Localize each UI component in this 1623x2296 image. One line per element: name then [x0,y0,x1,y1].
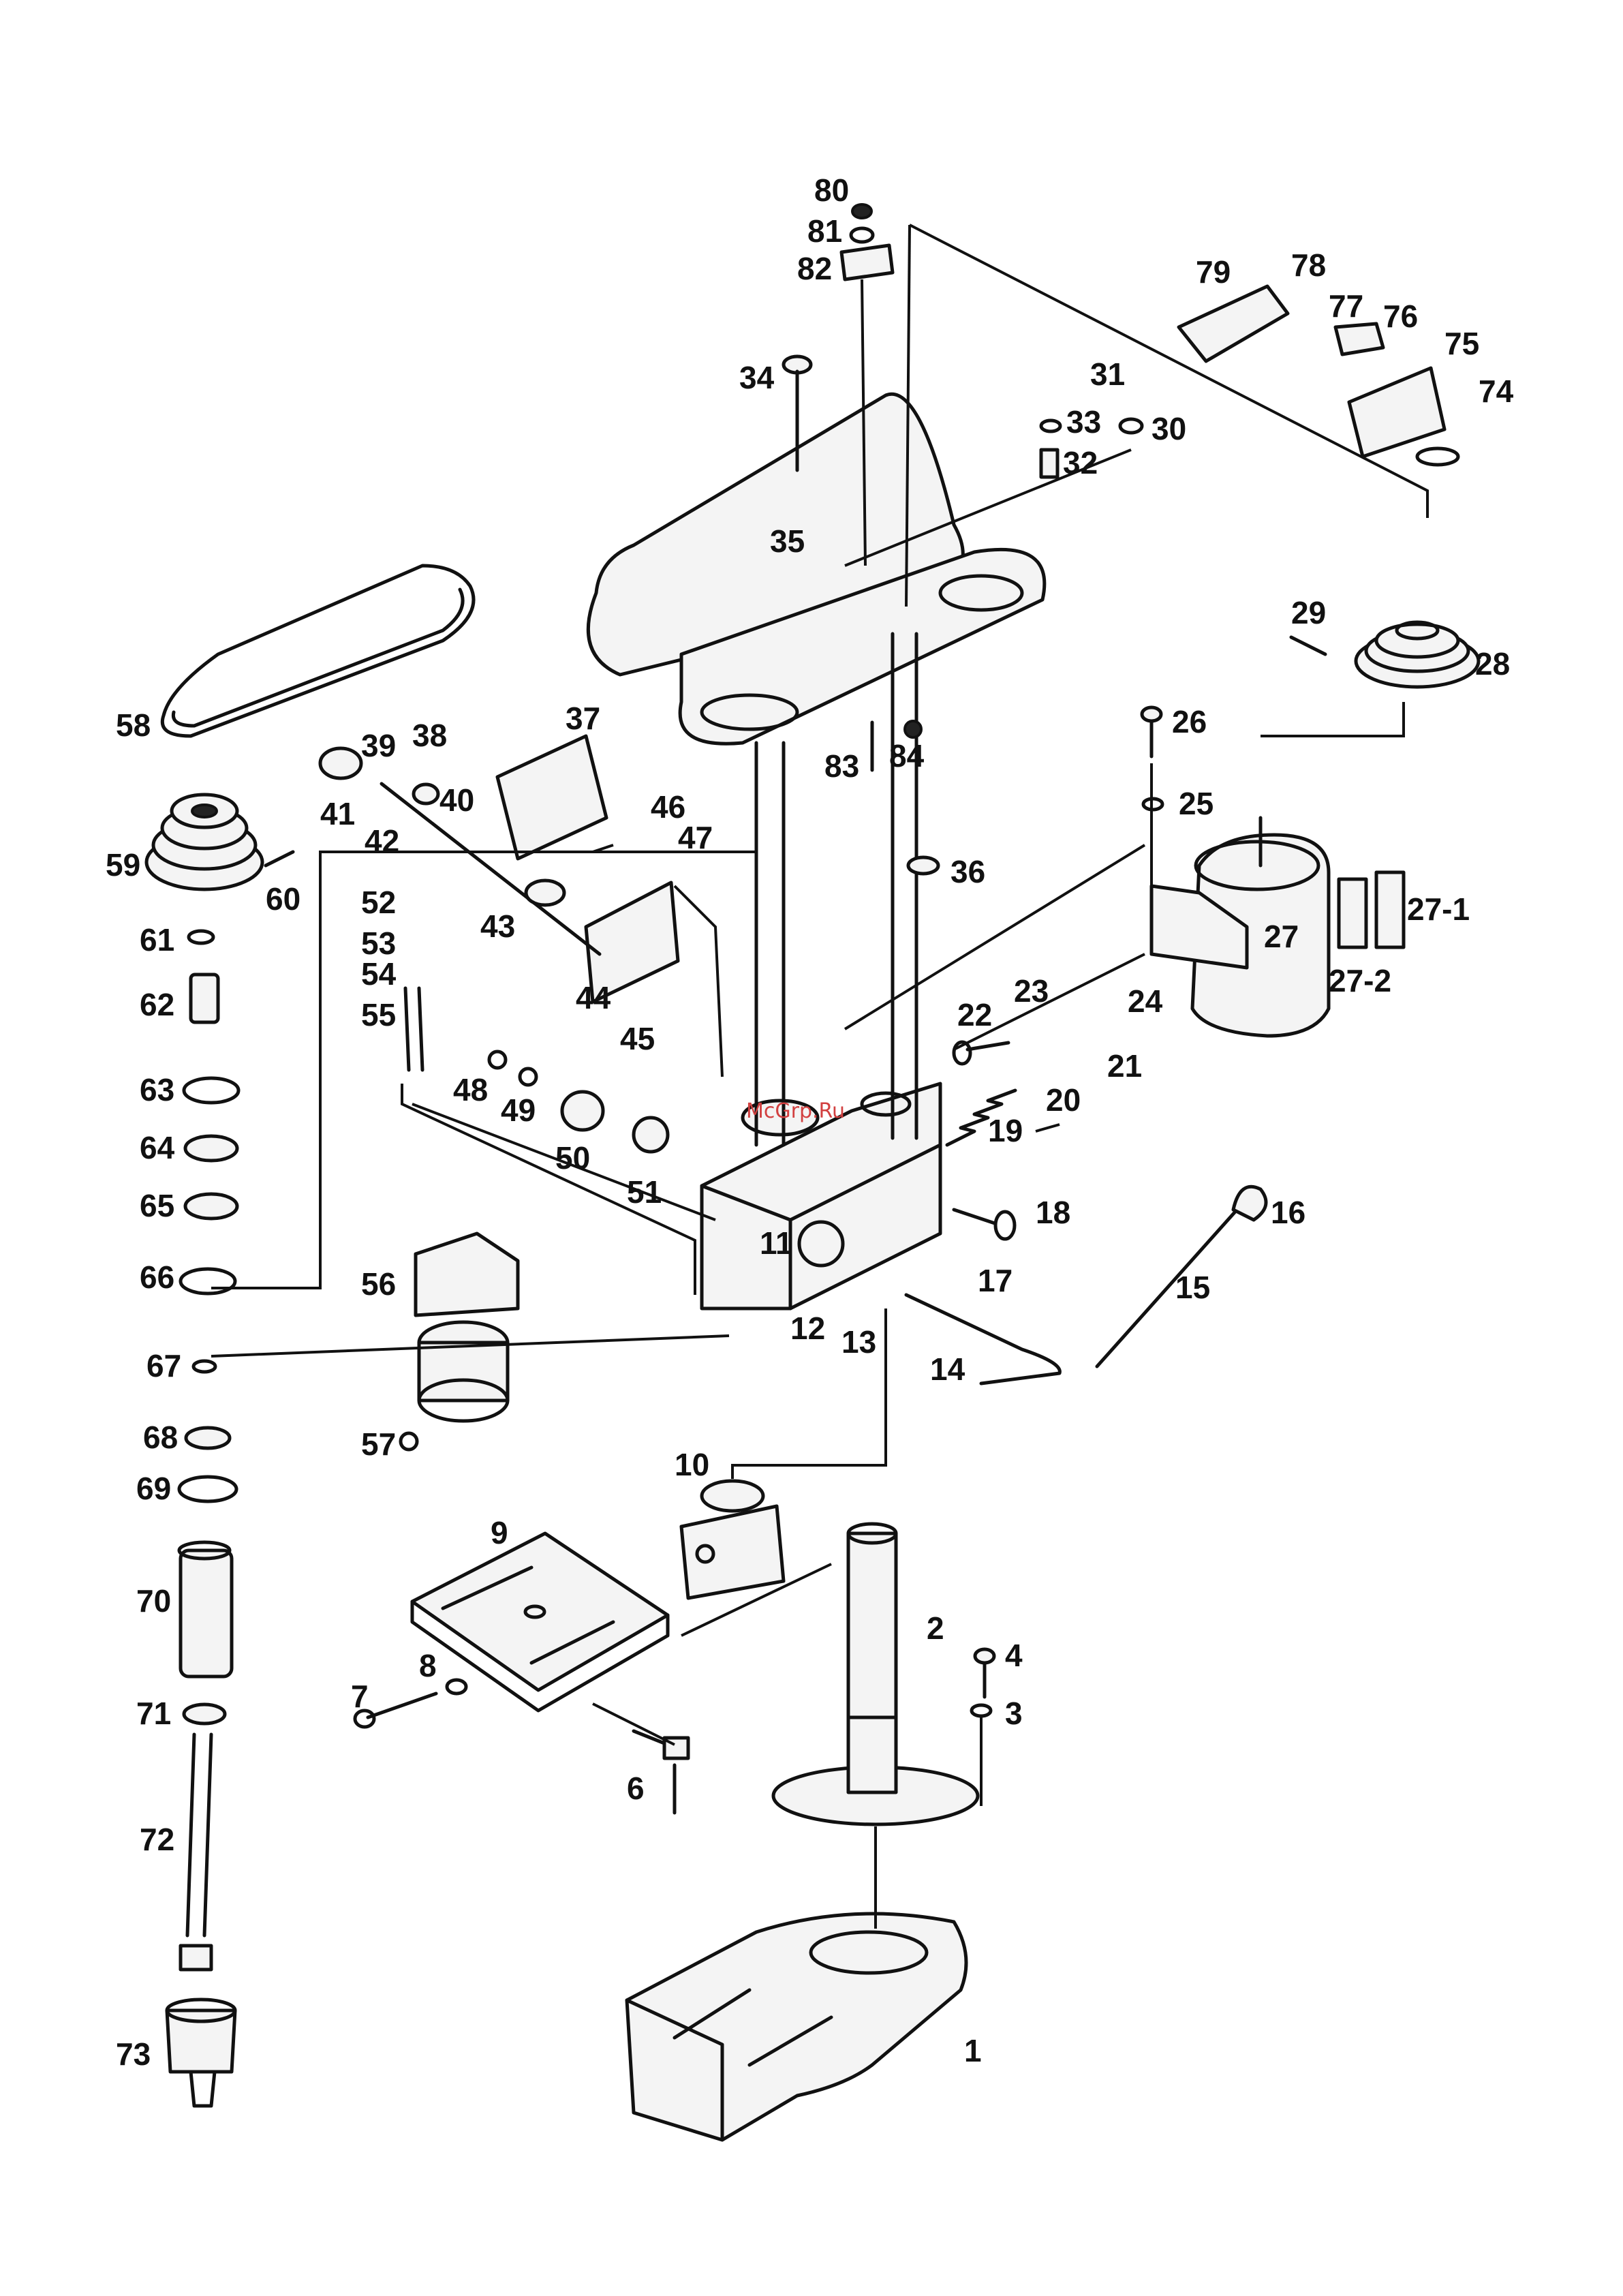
callout-20: 20 [1046,1082,1081,1118]
callout-14: 14 [930,1351,965,1387]
callout-55: 55 [361,997,396,1032]
callout-3: 3 [1005,1696,1023,1731]
callout-6: 6 [627,1771,645,1806]
callout-52: 52 [361,885,396,920]
callout-32: 32 [1063,445,1098,480]
callout-84: 84 [889,738,925,774]
spindle-pulley-part [146,795,262,889]
table-bracket-part [681,1481,784,1598]
callout-15: 15 [1175,1270,1210,1305]
belt-guard-part [588,394,1045,744]
callout-18: 18 [1036,1195,1070,1230]
callout-10: 10 [675,1447,709,1482]
callout-25: 25 [1179,786,1214,821]
callout-68: 68 [143,1420,178,1455]
callout-60: 60 [266,881,300,917]
callout-49: 49 [501,1092,536,1128]
callout-45: 45 [620,1021,655,1056]
callout-27: 27 [1264,919,1299,954]
belt-part [162,566,474,736]
motor-pulley-part [1356,622,1479,687]
callout-83: 83 [824,748,859,784]
callout-81: 81 [807,213,842,249]
callout-75: 75 [1444,326,1479,361]
callout-34: 34 [739,360,775,395]
callout-17: 17 [978,1263,1013,1298]
callout-77: 77 [1329,288,1363,324]
callout-79: 79 [1196,254,1231,290]
callout-37: 37 [566,701,600,736]
callout-12: 12 [790,1311,825,1346]
callout-26: 26 [1172,704,1207,739]
callout-67: 67 [146,1348,181,1383]
callout-41: 41 [320,796,355,831]
callout-56: 56 [361,1266,396,1302]
callout-72: 72 [140,1822,174,1857]
callout-54: 54 [361,956,397,992]
callout-21: 21 [1107,1048,1142,1084]
callout-59: 59 [106,847,140,883]
callout-27-1: 27-1 [1407,891,1470,927]
callout-66: 66 [140,1259,174,1295]
callout-38: 38 [412,718,447,753]
callout-33: 33 [1066,404,1101,440]
callout-39: 39 [361,728,396,763]
callout-61: 61 [140,922,174,958]
callout-43: 43 [480,908,515,944]
callout-24: 24 [1128,983,1163,1019]
callout-48: 48 [453,1072,488,1107]
callout-40: 40 [439,782,474,818]
callout-71: 71 [136,1696,171,1731]
column-part [773,1524,978,1824]
callout-35: 35 [770,523,805,559]
watermark-text: McGrp.Ru [746,1099,845,1123]
callout-30: 30 [1151,411,1186,446]
callout-29: 29 [1291,595,1326,630]
base-part [627,1914,966,2140]
callout-69: 69 [136,1471,171,1506]
callout-73: 73 [116,2036,151,2072]
callout-64: 64 [140,1130,175,1165]
callout-23: 23 [1014,973,1049,1009]
callout-22: 22 [957,997,992,1032]
callout-1: 1 [964,2033,982,2068]
callout-62: 62 [140,987,174,1022]
callout-44: 44 [576,980,611,1015]
callout-58: 58 [116,707,151,743]
callout-31: 31 [1090,356,1125,392]
callout-65: 65 [140,1188,174,1223]
callout-50: 50 [555,1140,590,1176]
callout-19: 19 [988,1113,1023,1148]
callout-13: 13 [841,1324,876,1360]
callout-28: 28 [1475,646,1510,682]
callout-42: 42 [365,823,399,859]
callout-57: 57 [361,1426,396,1462]
callout-4: 4 [1005,1638,1023,1673]
callout-78: 78 [1291,247,1326,283]
table-part [412,1533,668,1711]
callout-63: 63 [140,1072,174,1107]
callout-11: 11 [760,1225,793,1261]
callout-51: 51 [627,1174,662,1210]
callout-2: 2 [927,1610,944,1646]
callout-82: 82 [797,251,832,286]
callout-8: 8 [419,1648,437,1683]
callout-80: 80 [814,172,849,208]
callout-47: 47 [678,820,713,855]
callout-70: 70 [136,1583,171,1619]
callout-76: 76 [1383,299,1418,334]
callout-9: 9 [491,1515,508,1550]
callout-16: 16 [1271,1195,1305,1230]
callout-36: 36 [950,854,985,889]
callout-74: 74 [1479,373,1514,409]
spindle-stack-part [167,931,238,2106]
callout-27-2: 27-2 [1329,963,1391,998]
callout-7: 7 [351,1679,369,1714]
